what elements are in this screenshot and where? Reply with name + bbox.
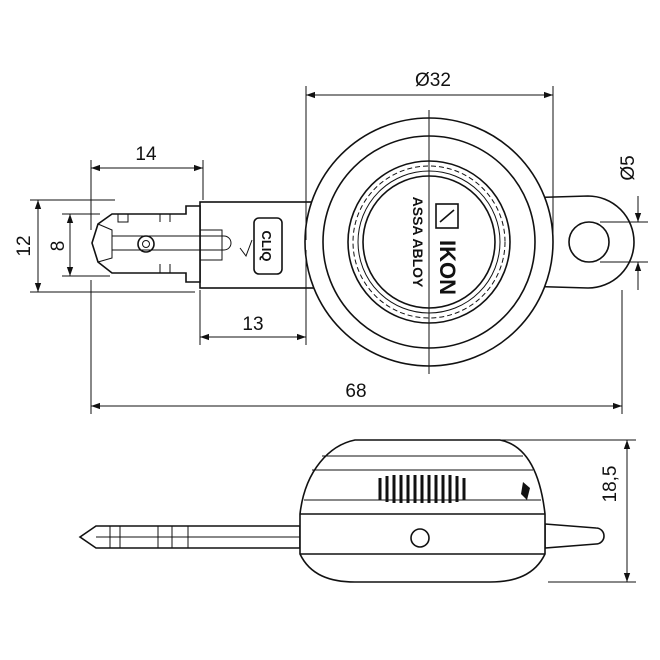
key-head: ASSA ABLOY IKON [304, 110, 554, 374]
svg-text:18,5: 18,5 [600, 466, 621, 503]
dim-hole-diameter: Ø5 [600, 155, 648, 290]
dim-overall-length: 68 [90, 280, 623, 414]
blade-pin-icon [137, 235, 155, 253]
side-marker [521, 482, 530, 500]
vent-slots [378, 475, 466, 503]
dim-blade-length: 13 [199, 250, 307, 345]
svg-text:8: 8 [48, 241, 69, 252]
dim-outer-height: 12 [14, 199, 195, 293]
dim-head-diameter: Ø32 [305, 70, 554, 240]
dim-inner-height: 8 [48, 213, 110, 277]
svg-text:IKON: IKON [435, 240, 460, 295]
svg-text:13: 13 [242, 314, 263, 335]
svg-text:68: 68 [345, 381, 366, 402]
dim-side-height: 18,5 [450, 439, 636, 583]
svg-text:Ø5: Ø5 [618, 155, 639, 180]
dim-blade-tip: 14 [90, 144, 204, 230]
side-view: 18,5 [78, 439, 636, 583]
ikon-logo: IKON [435, 203, 460, 295]
brand-group-text: ASSA ABLOY [410, 197, 426, 288]
side-body [299, 439, 546, 583]
side-blade [78, 525, 301, 549]
key-ring-hole [568, 221, 610, 263]
svg-text:Ø32: Ø32 [415, 70, 451, 91]
svg-text:12: 12 [14, 235, 35, 256]
blade-tip [91, 205, 232, 283]
side-pin-icon [410, 528, 430, 548]
checkmark-icon [239, 239, 253, 258]
cliq-badge: CLIQ [239, 217, 283, 275]
cliq-logo-text: CLIQ [259, 230, 274, 261]
side-ring-tab [544, 523, 605, 549]
top-view: CLIQ ASSA ABLOY IKON [14, 70, 648, 414]
svg-text:14: 14 [135, 144, 157, 165]
